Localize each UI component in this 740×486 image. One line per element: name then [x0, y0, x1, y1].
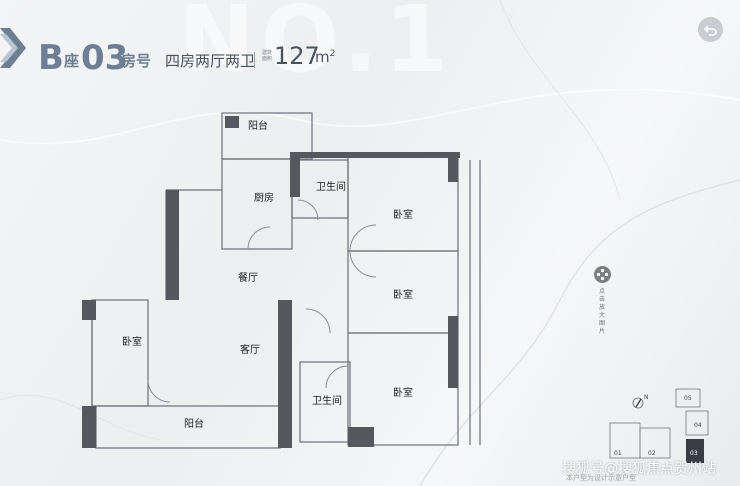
- room-balcony-top: 阳台: [248, 121, 268, 132]
- zoom-hint: 点击放大图片: [598, 288, 605, 335]
- room-bedroom-2: 卧室: [393, 290, 413, 301]
- zoom-move-icon: [596, 268, 609, 281]
- room-bath-1: 卫生间: [316, 182, 346, 193]
- room-bedroom-3: 卧室: [122, 337, 142, 348]
- room-bedroom-1: 卧室: [393, 210, 413, 221]
- divider: [254, 52, 255, 68]
- room-kitchen: 厨房: [254, 193, 274, 204]
- unit-suffix: 房号: [121, 52, 152, 70]
- svg-text:N: N: [644, 394, 649, 401]
- footer-note: 本户型为设计示意户型: [566, 474, 636, 482]
- back-button[interactable]: [698, 17, 723, 42]
- svg-text:02: 02: [648, 450, 656, 457]
- area-value: 127: [274, 42, 320, 70]
- svg-text:04: 04: [694, 422, 702, 429]
- area-unit: m2: [315, 48, 336, 66]
- area-label: 建筑面积: [262, 50, 273, 62]
- header: B 座 03 房号 四房两厅两卫 建筑面积 127 m2: [0, 20, 420, 80]
- watermark-number: NO.1: [178, 0, 455, 93]
- room-balcony-bottom: 阳台: [184, 419, 204, 430]
- block-suffix: 座: [64, 52, 80, 70]
- room-dining: 餐厅: [238, 273, 258, 284]
- room-bath-2: 卫生间: [312, 396, 342, 407]
- chevron-right-icon: [0, 28, 26, 68]
- undo-arrow-icon: [703, 24, 717, 36]
- layout-type: 四房两厅两卫: [165, 52, 256, 70]
- compass-icon: [632, 397, 644, 409]
- room-bedroom-4: 卧室: [393, 388, 413, 399]
- svg-text:03: 03: [690, 450, 698, 457]
- key-plan: N 05 04 03 02 01: [609, 388, 709, 463]
- room-living: 客厅: [240, 345, 260, 356]
- svg-text:01: 01: [614, 450, 622, 457]
- unit-number: 03: [81, 38, 129, 78]
- zoom-button[interactable]: [594, 266, 611, 283]
- footer-watermark: 搜狐号@搜狐焦点贺州站: [562, 461, 716, 477]
- block-letter: B: [38, 38, 64, 78]
- svg-text:05: 05: [684, 395, 692, 402]
